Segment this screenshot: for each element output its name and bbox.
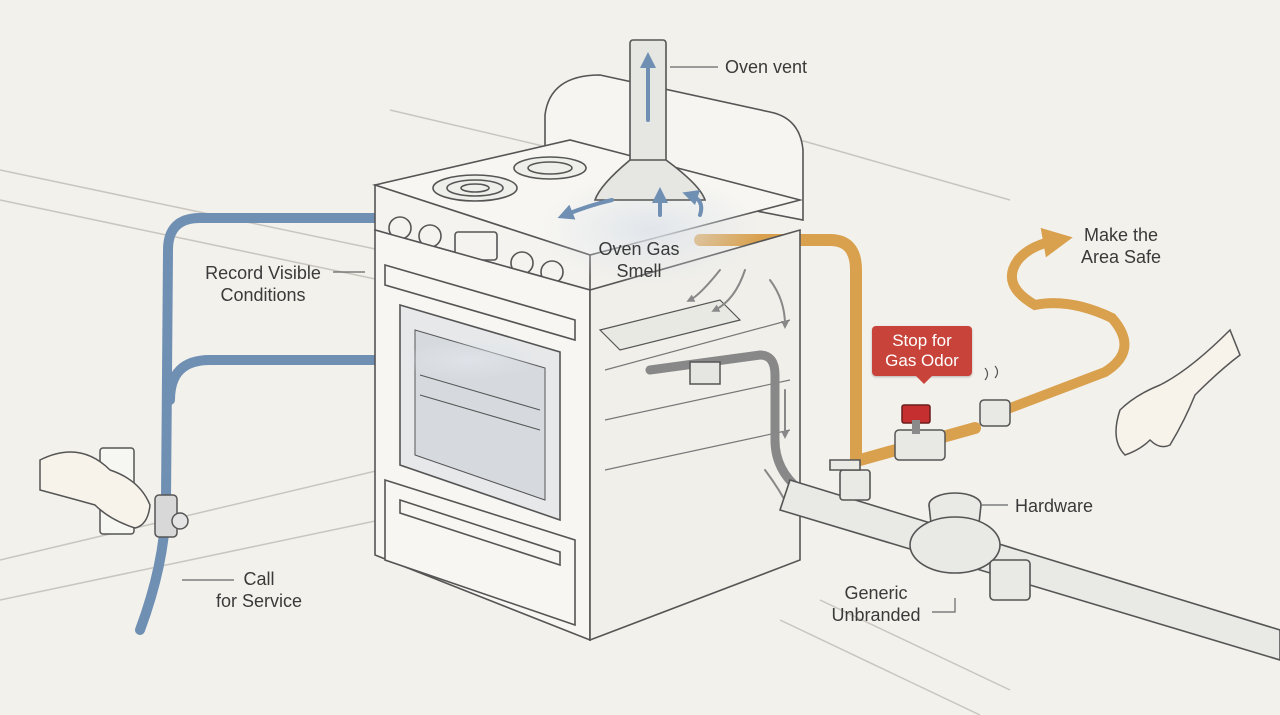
label-hardware: Hardware (1015, 496, 1094, 516)
burner-valve (689, 361, 721, 385)
oven-body (374, 228, 801, 642)
label-make-area-safe-line1: Make the (1083, 225, 1159, 245)
stop-gas-odor-badge: Stop for Gas Odor (872, 326, 972, 384)
vent-arrows (557, 52, 704, 220)
label-record-visible-conditions: Record Visible Conditions (193, 262, 333, 306)
internal-gas-pipe (645, 350, 805, 495)
label-generic-line1: Generic (844, 583, 908, 603)
label-call-line1: Call (243, 569, 275, 589)
label-generic-line2: Unbranded (831, 605, 921, 625)
gas-flow-arrows (686, 269, 792, 514)
stop-gas-odor-line1: Stop for (892, 331, 952, 350)
label-record-visible-line2: Conditions (220, 285, 306, 305)
stop-gas-odor-line2: Gas Odor (885, 351, 959, 370)
label-call-line2: for Service (215, 591, 303, 611)
label-make-area-safe: Make the Area Safe (1068, 224, 1174, 268)
label-oven-gas-smell-line1: Oven Gas (598, 239, 680, 259)
gas-shutoff-valve (894, 404, 946, 461)
label-oven-vent: Oven vent (725, 57, 808, 77)
disconnected-fitting (979, 365, 1011, 427)
oven-interior (598, 299, 791, 471)
main-gas-pipe (778, 459, 1280, 661)
label-oven-gas-smell: Oven Gas Smell (594, 238, 684, 282)
label-oven-gas-smell-line2: Smell (616, 261, 662, 281)
hand-right (1115, 328, 1241, 456)
room-floor-lines (0, 109, 1011, 715)
label-generic-unbranded: Generic Unbranded (820, 582, 932, 626)
label-record-visible-line1: Record Visible (205, 263, 321, 283)
hand-left (39, 451, 151, 529)
label-call-for-service: Call for Service (196, 568, 322, 612)
label-make-area-safe-line2: Area Safe (1080, 247, 1162, 267)
leader-lines (182, 66, 1008, 613)
shutoff-valve-left (154, 494, 189, 538)
